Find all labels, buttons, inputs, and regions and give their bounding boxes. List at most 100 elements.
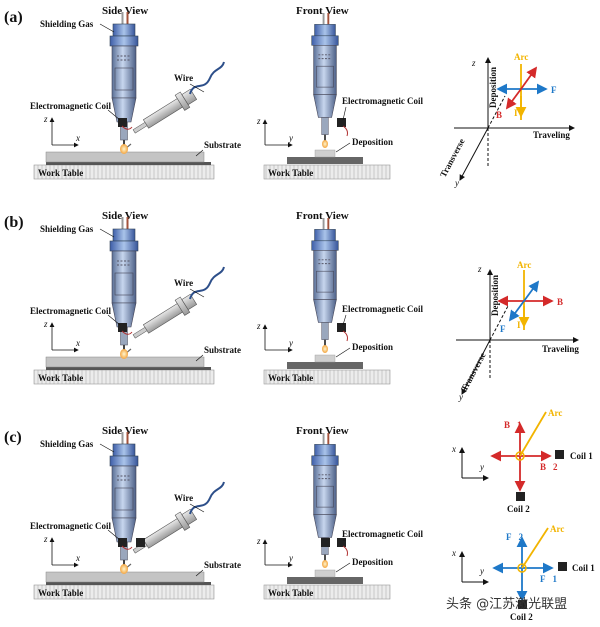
dashed-axis xyxy=(489,305,509,341)
deposition-label: Deposition xyxy=(352,342,393,352)
coil-2-label: Coil 2 xyxy=(507,504,530,514)
force-arrow-up xyxy=(523,280,540,302)
coil-label: Electromagnetic Coil xyxy=(342,304,424,314)
coil-2-block xyxy=(516,492,525,501)
f2-label: F⃗2 xyxy=(506,532,523,542)
f-label: F⃗ xyxy=(500,324,513,334)
coil-label: Electromagnetic Coil xyxy=(342,96,424,106)
deposition-label: Deposition xyxy=(352,137,393,147)
x-label: x xyxy=(75,133,80,143)
y-label: y xyxy=(479,462,484,472)
y-label: y xyxy=(288,133,293,143)
shielding-gas-label: Shielding Gas xyxy=(40,224,94,234)
f1-label: F⃗1 xyxy=(540,574,557,584)
work-table xyxy=(263,369,391,385)
side-view-title: Side View xyxy=(102,5,148,17)
x-label: x xyxy=(451,444,456,454)
coil-1-label: Coil 1 xyxy=(572,563,595,573)
coil-label: Electromagnetic Coil xyxy=(342,529,424,539)
welding-torch-front xyxy=(311,217,339,348)
coil-2-block xyxy=(518,600,527,609)
shielding-gas-label: Shielding Gas xyxy=(40,439,94,449)
x-label: x xyxy=(75,553,80,563)
transverse-axis xyxy=(461,339,491,395)
arc-line xyxy=(521,527,549,569)
z-label: z xyxy=(256,116,261,126)
y-label: y xyxy=(288,338,293,348)
arc-glow xyxy=(322,560,328,568)
panel-label: (b) xyxy=(4,214,24,231)
coil-block xyxy=(337,118,346,127)
deposition-label: Deposition xyxy=(490,275,500,316)
substrate-front xyxy=(287,577,363,584)
arc-glow xyxy=(120,564,128,574)
work-table-label: Work Table xyxy=(268,168,313,178)
coil-block xyxy=(337,538,346,547)
arc-glow xyxy=(322,140,328,148)
dashed-axis xyxy=(487,95,506,129)
coil-block xyxy=(118,538,127,547)
b-arrow-down xyxy=(505,88,522,110)
coil-block xyxy=(337,323,346,332)
transverse-label: Transverse xyxy=(459,351,488,393)
coil-block xyxy=(118,118,127,127)
arc-glow xyxy=(322,345,328,353)
coil-label: Electromagnetic Coil xyxy=(30,521,112,531)
substrate-front xyxy=(287,362,363,369)
arc-label: Arc xyxy=(548,408,562,418)
table-rail xyxy=(46,367,211,370)
x-label: x xyxy=(451,548,456,558)
z-label: z xyxy=(43,319,48,329)
arc-label: Arc xyxy=(550,524,564,534)
work-table xyxy=(263,164,391,180)
f-label: F⃗ xyxy=(551,85,564,95)
vector-diagram-c-top: x y Arc B⃗1 B⃗2 Coil 1 Coil 2 xyxy=(451,408,593,514)
coil-label: Electromagnetic Coil xyxy=(30,101,112,111)
transverse-axis xyxy=(459,127,489,181)
work-table xyxy=(263,584,391,600)
i-label: I⃗ xyxy=(514,108,525,118)
substrate-front xyxy=(287,157,363,164)
side-view-title: Side View xyxy=(102,425,148,437)
coil-1-label: Coil 1 xyxy=(570,451,593,461)
z-label: z xyxy=(43,534,48,544)
shielding-gas-label: Shielding Gas xyxy=(40,19,94,29)
coil-label: Electromagnetic Coil xyxy=(30,306,112,316)
coil-block xyxy=(118,323,127,332)
deposition-bead xyxy=(314,569,336,578)
arc-label: Arc xyxy=(514,52,528,62)
current-symbol xyxy=(517,563,527,573)
welding-torch-front xyxy=(311,12,339,143)
table-rail xyxy=(46,582,211,585)
y-label: y xyxy=(454,178,459,188)
substrate-label: Substrate xyxy=(204,345,241,355)
work-table-label: Work Table xyxy=(38,588,83,598)
arc-glow xyxy=(120,144,128,154)
force-arrow-down xyxy=(508,300,525,322)
traveling-label: Traveling xyxy=(533,130,570,140)
vector-diagram-b: z y Deposition Traveling Transverse Arc … xyxy=(456,260,579,402)
work-table-label: Work Table xyxy=(38,168,83,178)
z-label: z xyxy=(256,321,261,331)
z-label: z xyxy=(471,58,476,68)
arc-label: Arc xyxy=(517,260,531,270)
substrate-label: Substrate xyxy=(204,140,241,150)
z-label: z xyxy=(477,264,482,274)
coil-block-2 xyxy=(136,538,145,547)
i-label: I⃗ xyxy=(517,320,528,330)
arc-glow xyxy=(120,349,128,359)
deposition-label: Deposition xyxy=(488,67,498,108)
x-label: x xyxy=(75,338,80,348)
arc-line xyxy=(519,411,547,457)
panel-label: (a) xyxy=(4,9,23,26)
wire-label: Wire xyxy=(174,493,193,503)
coil-block-2 xyxy=(321,538,330,547)
z-label: z xyxy=(43,114,48,124)
y-label: y xyxy=(479,566,484,576)
b2-label: B⃗2 xyxy=(540,462,558,472)
b1-label: B⃗1 xyxy=(504,420,522,430)
vector-diagram-c-bottom: x y Arc F⃗2 F⃗1 Coil 1 Coil 2 xyxy=(451,524,595,622)
table-rail xyxy=(46,162,211,165)
